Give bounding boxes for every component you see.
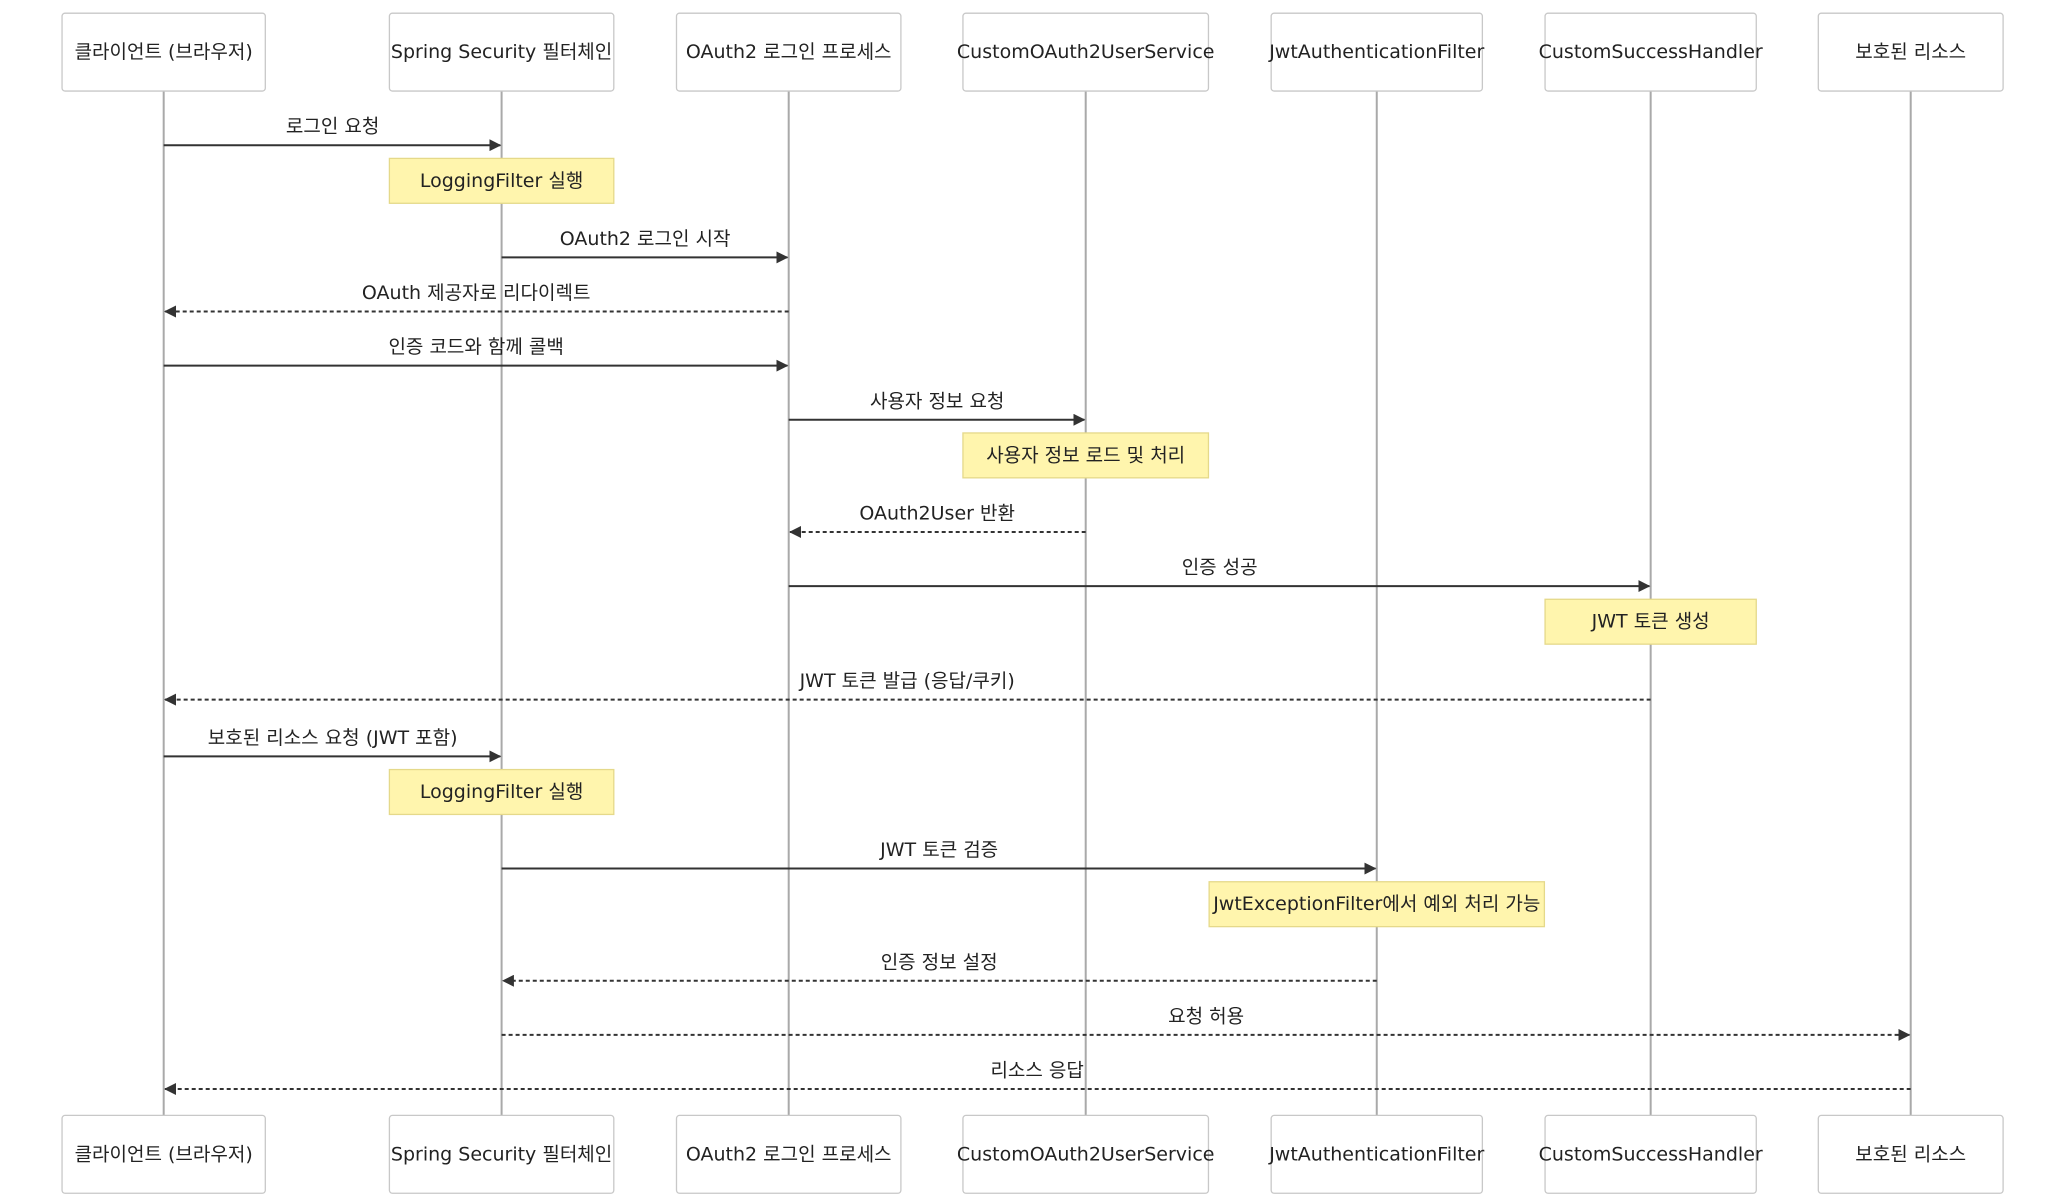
participant-box bbox=[1544, 1114, 1757, 1194]
participant-resource-top: 보호된 리소스 bbox=[1817, 12, 2004, 92]
participant-userservice-bottom: CustomOAuth2UserService bbox=[957, 1114, 1215, 1194]
participant-box bbox=[1270, 12, 1484, 92]
message: OAuth2 로그인 시작 bbox=[501, 228, 789, 264]
participant-box bbox=[675, 1114, 902, 1194]
message-label: 로그인 요청 bbox=[286, 116, 379, 138]
note-label: LoggingFilter 실행 bbox=[420, 170, 583, 192]
participant-label: Spring Security 필터체인 bbox=[391, 41, 612, 63]
message-label: 인증 코드와 함께 콜백 bbox=[388, 336, 563, 358]
message-label: JWT 토큰 검증 bbox=[879, 839, 998, 861]
participant-userservice-top: CustomOAuth2UserService bbox=[957, 12, 1215, 92]
participant-box bbox=[1544, 12, 1757, 92]
note: LoggingFilter 실행 bbox=[388, 157, 615, 204]
participant-label: CustomOAuth2UserService bbox=[957, 41, 1215, 63]
participant-box bbox=[1270, 1114, 1484, 1194]
note-box bbox=[1544, 598, 1757, 645]
participant-jwtfilter-bottom: JwtAuthenticationFilter bbox=[1268, 1114, 1485, 1194]
participant-resource-bottom: 보호된 리소스 bbox=[1817, 1114, 2004, 1194]
participant-box bbox=[61, 1114, 266, 1194]
interactions: 로그인 요청 LoggingFilter 실행 OAuth2 로그인 시작 OAuth… bbox=[163, 116, 1911, 1095]
note-box bbox=[962, 432, 1210, 479]
participant-label: CustomSuccessHandler bbox=[1539, 1143, 1763, 1165]
participants-top: 클라이언트 (브라우저) Spring Security 필터체인 OAuth2 로… bbox=[61, 12, 2004, 92]
message-label: JWT 토큰 발급 (응답/쿠키) bbox=[799, 670, 1015, 692]
participant-label: OAuth2 로그인 프로세스 bbox=[686, 41, 892, 63]
note: JWT 토큰 생성 bbox=[1544, 598, 1757, 645]
participant-box bbox=[1817, 12, 2004, 92]
message: 인증 성공 bbox=[788, 557, 1651, 593]
note-label: 사용자 정보 로드 및 처리 bbox=[986, 444, 1185, 466]
participant-box bbox=[388, 1114, 615, 1194]
participant-filterchain-top: Spring Security 필터체인 bbox=[388, 12, 615, 92]
participant-label: 클라이언트 (브라우저) bbox=[75, 1143, 253, 1165]
participant-client-bottom: 클라이언트 (브라우저) bbox=[61, 1114, 266, 1194]
message-label: 인증 정보 설정 bbox=[881, 951, 998, 973]
note: JwtExceptionFilter에서 예외 처리 가능 bbox=[1208, 881, 1546, 928]
message: 인증 코드와 함께 콜백 bbox=[163, 336, 789, 372]
message-label: 사용자 정보 요청 bbox=[870, 390, 1004, 412]
participant-label: 보호된 리소스 bbox=[1855, 41, 1966, 63]
note-label: LoggingFilter 실행 bbox=[420, 781, 583, 803]
message: JWT 토큰 발급 (응답/쿠키) bbox=[164, 670, 1651, 706]
participant-label: OAuth2 로그인 프로세스 bbox=[686, 1143, 892, 1165]
message: OAuth 제공자로 리다이렉트 bbox=[164, 282, 789, 318]
participant-oauth2-bottom: OAuth2 로그인 프로세스 bbox=[675, 1114, 902, 1194]
participant-box bbox=[962, 1114, 1210, 1194]
message: JWT 토큰 검증 bbox=[501, 839, 1377, 875]
participant-label: CustomOAuth2UserService bbox=[957, 1143, 1215, 1165]
participant-label: 클라이언트 (브라우저) bbox=[75, 41, 253, 63]
message-label: 리소스 응답 bbox=[990, 1060, 1083, 1082]
message-label: 보호된 리소스 요청 (JWT 포함) bbox=[208, 727, 458, 749]
message: 요청 허용 bbox=[501, 1005, 1911, 1041]
message-label: OAuth2 로그인 시작 bbox=[560, 228, 731, 250]
participant-box bbox=[1817, 1114, 2004, 1194]
message: 로그인 요청 bbox=[163, 116, 502, 152]
participant-filterchain-bottom: Spring Security 필터체인 bbox=[388, 1114, 615, 1194]
message-label: OAuth 제공자로 리다이렉트 bbox=[362, 282, 591, 304]
message-label: 요청 허용 bbox=[1168, 1005, 1244, 1027]
participant-label: Spring Security 필터체인 bbox=[391, 1143, 612, 1165]
message-label: OAuth2User 반환 bbox=[859, 502, 1015, 524]
note-box bbox=[388, 157, 615, 204]
participant-oauth2-top: OAuth2 로그인 프로세스 bbox=[675, 12, 902, 92]
message: 인증 정보 설정 bbox=[501, 951, 1377, 987]
message: OAuth2User 반환 bbox=[789, 502, 1086, 538]
participant-successhandler-top: CustomSuccessHandler bbox=[1539, 12, 1763, 92]
participant-box bbox=[61, 12, 266, 92]
participant-label: JwtAuthenticationFilter bbox=[1268, 1143, 1484, 1165]
participant-label: JwtAuthenticationFilter bbox=[1268, 41, 1484, 63]
participant-box bbox=[675, 12, 902, 92]
note-label: JwtExceptionFilter에서 예외 처리 가능 bbox=[1212, 893, 1540, 915]
participants-bottom: 클라이언트 (브라우저) Spring Security 필터체인 OAuth2 로… bbox=[61, 1114, 2004, 1194]
participant-box bbox=[388, 12, 615, 92]
participant-label: 보호된 리소스 bbox=[1855, 1143, 1966, 1165]
participant-label: CustomSuccessHandler bbox=[1539, 41, 1763, 63]
note-box bbox=[1208, 881, 1546, 928]
message: 보호된 리소스 요청 (JWT 포함) bbox=[163, 727, 502, 763]
participant-successhandler-bottom: CustomSuccessHandler bbox=[1539, 1114, 1763, 1194]
message: 리소스 응답 bbox=[164, 1060, 1911, 1095]
participant-box bbox=[962, 12, 1210, 92]
participant-jwtfilter-top: JwtAuthenticationFilter bbox=[1268, 12, 1485, 92]
message-label: 인증 성공 bbox=[1182, 557, 1258, 579]
note-box bbox=[388, 768, 615, 816]
note: LoggingFilter 실행 bbox=[388, 768, 615, 816]
message: 사용자 정보 요청 bbox=[788, 390, 1086, 426]
note: 사용자 정보 로드 및 처리 bbox=[962, 432, 1210, 479]
participant-client-top: 클라이언트 (브라우저) bbox=[61, 12, 266, 92]
note-label: JWT 토큰 생성 bbox=[1591, 611, 1710, 633]
